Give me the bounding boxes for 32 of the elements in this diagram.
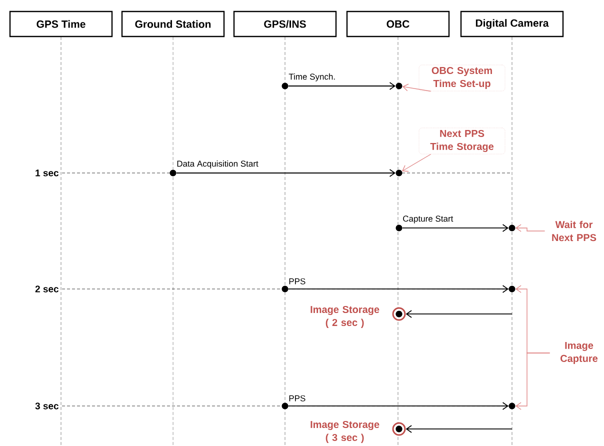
message-arrow xyxy=(402,224,509,232)
edge-label: Capture Start xyxy=(403,216,454,224)
leader-arrow xyxy=(402,154,432,172)
edge-label: Data Acquisition Start xyxy=(177,160,258,168)
message-arrow xyxy=(406,310,512,318)
leader-arrow xyxy=(402,84,432,92)
lifeline-header: Ground Station xyxy=(121,10,225,38)
time-label: 2 sec xyxy=(35,286,59,292)
lifeline-header: GPS Time xyxy=(9,10,113,38)
note-text: Image Capture xyxy=(560,342,598,364)
edge-label: Time Synch. xyxy=(288,73,335,82)
edge-label: PPS xyxy=(289,395,306,402)
lifeline-header: GPS/INS xyxy=(233,10,337,38)
message-arrow xyxy=(288,402,509,410)
callout-box: OBC System Time Set-up xyxy=(418,64,506,92)
callout-box: Next PPS Time Storage xyxy=(418,128,506,154)
storage-marker xyxy=(392,307,406,321)
storage-label: Image Storage ( 2 sec ) xyxy=(310,306,380,328)
lifeline-header: Digital Camera xyxy=(460,10,564,38)
message-arrow xyxy=(288,285,509,293)
time-label: 3 sec xyxy=(35,402,59,410)
storage-label: Image Storage ( 3 sec ) xyxy=(310,420,380,443)
message-arrow xyxy=(176,169,396,177)
leader-arrow xyxy=(515,224,546,232)
time-label: 1 sec xyxy=(36,170,59,176)
message-arrow xyxy=(288,82,396,90)
message-arrow xyxy=(406,425,512,433)
storage-marker xyxy=(392,422,406,436)
note-text: Wait for Next PPS xyxy=(552,220,596,242)
leader-arrow xyxy=(515,352,550,410)
edge-label: PPS xyxy=(289,278,306,284)
lifeline-header: OBC xyxy=(346,10,450,38)
